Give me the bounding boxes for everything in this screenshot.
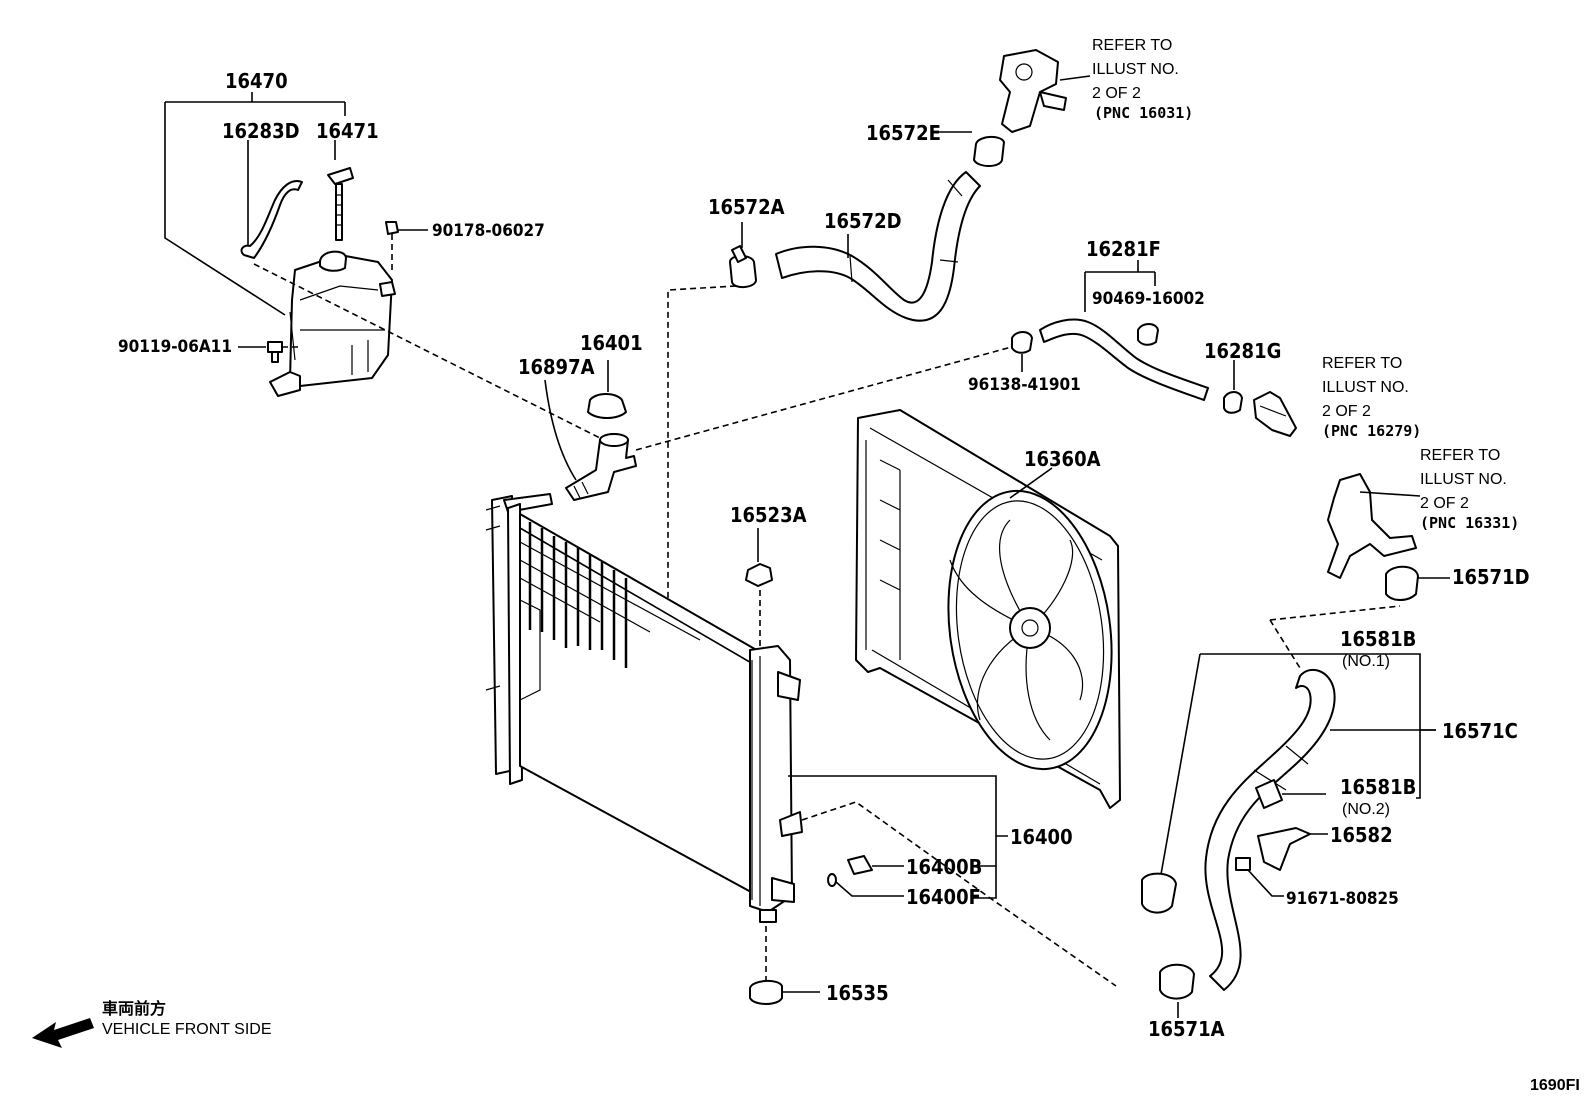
refer-note-16331: REFER TO ILLUST NO. 2 OF 2 (PNC 16331) [1420, 447, 1519, 532]
bypass-hose-group [1011, 260, 1297, 437]
label-16360A[interactable]: 16360A [1024, 447, 1101, 471]
label-no1: (NO.1) [1342, 653, 1390, 670]
svg-text:2 OF 2: 2 OF 2 [1420, 495, 1469, 512]
label-16281F[interactable]: 16281F [1086, 237, 1161, 261]
label-16581B-no2[interactable]: 16581B [1340, 775, 1416, 799]
label-16535[interactable]: 16535 [826, 981, 889, 1005]
radiator [485, 493, 1117, 1005]
label-no2: (NO.2) [1342, 801, 1390, 818]
label-16582[interactable]: 16582 [1330, 823, 1393, 847]
svg-text:REFER TO: REFER TO [1322, 355, 1402, 372]
svg-text:2 OF 2: 2 OF 2 [1092, 85, 1141, 102]
svg-text:ILLUST NO.: ILLUST NO. [1322, 379, 1409, 396]
label-16571C[interactable]: 16571C [1442, 719, 1518, 743]
label-16400[interactable]: 16400 [1010, 825, 1073, 849]
label-16281G[interactable]: 16281G [1204, 339, 1281, 363]
front-label-en: VEHICLE FRONT SIDE [102, 1021, 272, 1038]
label-16523A[interactable]: 16523A [730, 503, 807, 527]
lower-hose-group [1141, 473, 1450, 1018]
label-90119-06A11[interactable]: 90119-06A11 [118, 337, 232, 357]
label-16571D[interactable]: 16571D [1452, 565, 1530, 589]
svg-text:REFER TO: REFER TO [1420, 447, 1500, 464]
svg-text:(PNC 16331): (PNC 16331) [1420, 514, 1519, 532]
label-16897A[interactable]: 16897A [518, 355, 595, 379]
svg-text:REFER TO: REFER TO [1092, 37, 1172, 54]
svg-text:ILLUST NO.: ILLUST NO. [1420, 471, 1507, 488]
upper-hose-group [539, 49, 1091, 691]
label-16400F[interactable]: 16400F [906, 885, 981, 909]
svg-text:ILLUST NO.: ILLUST NO. [1092, 61, 1179, 78]
label-16581B-no1[interactable]: 16581B [1340, 627, 1416, 651]
svg-text:(PNC 16031): (PNC 16031) [1094, 104, 1193, 122]
refer-note-16031: REFER TO ILLUST NO. 2 OF 2 (PNC 16031) [1092, 37, 1193, 122]
label-16572E[interactable]: 16572E [866, 121, 941, 145]
diagram-code: 1690FI [1530, 1077, 1580, 1094]
label-90469-16002[interactable]: 90469-16002 [1092, 289, 1205, 309]
front-label-jp: 車両前方 [102, 999, 166, 1018]
vehicle-front-arrow-icon [32, 1018, 94, 1048]
svg-text:2 OF 2: 2 OF 2 [1322, 403, 1371, 420]
fan-shroud [855, 409, 1121, 809]
label-16572A[interactable]: 16572A [708, 195, 785, 219]
label-16283D[interactable]: 16283D [222, 119, 300, 143]
label-91671-80825[interactable]: 91671-80825 [1286, 889, 1399, 909]
label-16571A[interactable]: 16571A [1148, 1017, 1225, 1041]
part-labels: 16470 16283D 16471 90178-06027 90119-06A… [102, 37, 1580, 1094]
label-96138-41901[interactable]: 96138-41901 [968, 375, 1081, 395]
label-16572D[interactable]: 16572D [824, 209, 902, 233]
label-16401[interactable]: 16401 [580, 331, 643, 355]
label-16470[interactable]: 16470 [225, 69, 288, 93]
label-90178-06027[interactable]: 90178-06027 [432, 221, 545, 241]
refer-note-16279: REFER TO ILLUST NO. 2 OF 2 (PNC 16279) [1322, 355, 1421, 440]
filler-neck-group [544, 345, 1016, 501]
label-16471[interactable]: 16471 [316, 119, 379, 143]
svg-text:(PNC 16279): (PNC 16279) [1322, 422, 1421, 440]
reservoir-tank-group [164, 92, 601, 439]
label-16400B[interactable]: 16400B [906, 855, 982, 879]
